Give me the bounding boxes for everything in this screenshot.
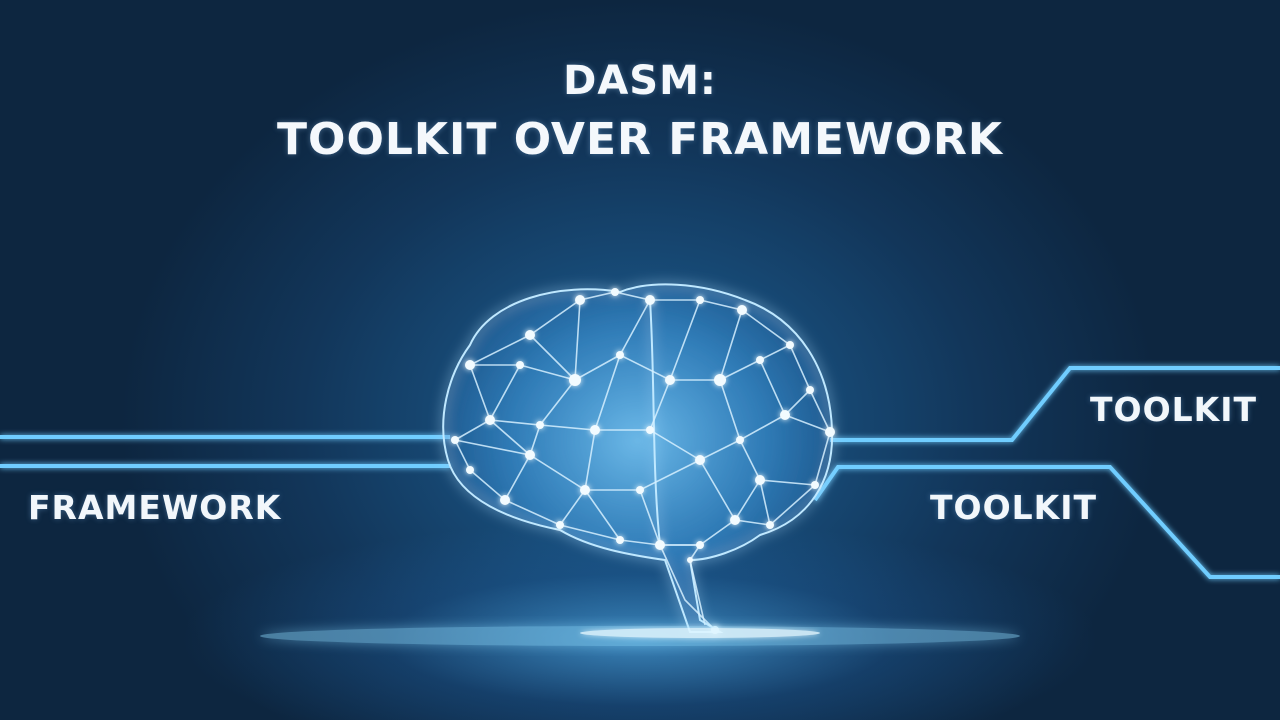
brain-shape	[442, 283, 834, 633]
toolkit-label-top: TOOLKIT	[1090, 390, 1258, 429]
toolkit-label-bottom: TOOLKIT	[930, 488, 1098, 527]
framework-label: FRAMEWORK	[28, 488, 282, 527]
network-nodes	[451, 288, 835, 634]
toolkit-lines	[813, 366, 1280, 579]
title-line-1: DASM:	[563, 58, 717, 104]
title-line-2: TOOLKIT OVER FRAMEWORK	[277, 114, 1003, 165]
framework-lines	[0, 435, 450, 468]
